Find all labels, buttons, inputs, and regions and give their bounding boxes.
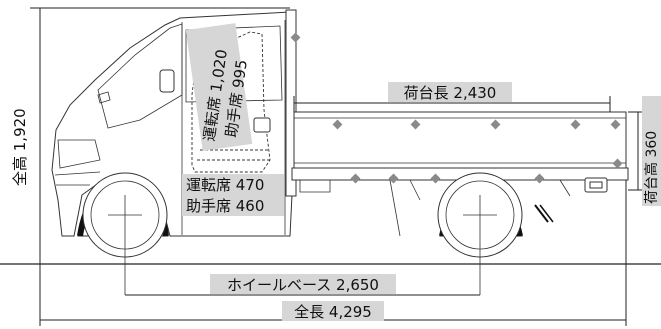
truck-illustration	[51, 9, 629, 295]
overall-length-label: 全長 4,295	[294, 303, 372, 321]
passenger-seat-width-label: 助手席 460	[186, 197, 264, 215]
wheelbase-label: ホイールベース 2,650	[227, 276, 379, 294]
seat-height-label-bg	[185, 23, 253, 151]
wheelbase-label-bg	[210, 274, 396, 294]
bed-length-label: 荷台長 2,430	[404, 84, 497, 102]
overall-height-label: 全高 1,920	[11, 108, 29, 186]
bed-height-dimension	[628, 96, 661, 206]
overall-length-label-bg	[282, 301, 384, 321]
overall-length-dimension	[39, 180, 627, 326]
seat-width-label-bg	[182, 174, 284, 216]
bed-height-label-bg	[642, 96, 661, 206]
bed-height-label: 荷台高 360	[643, 131, 660, 204]
wheelbase-dimension	[125, 274, 480, 296]
bed-length-label-bg	[388, 82, 512, 102]
driver-seat-width-label: 運転席 470	[186, 176, 264, 194]
bed-length-dimension	[293, 82, 611, 112]
